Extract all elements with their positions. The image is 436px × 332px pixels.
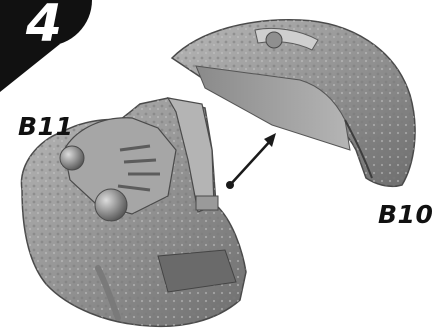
part-b10-socket [266, 32, 282, 48]
part-b11-orb-center [95, 189, 127, 221]
arrow-up-right-icon [226, 133, 276, 189]
part-label-b11: B11 [18, 112, 73, 141]
part-b11-connector [196, 196, 218, 210]
part-b11-orb-left [60, 146, 84, 170]
part-label-b10: B10 [378, 200, 433, 229]
